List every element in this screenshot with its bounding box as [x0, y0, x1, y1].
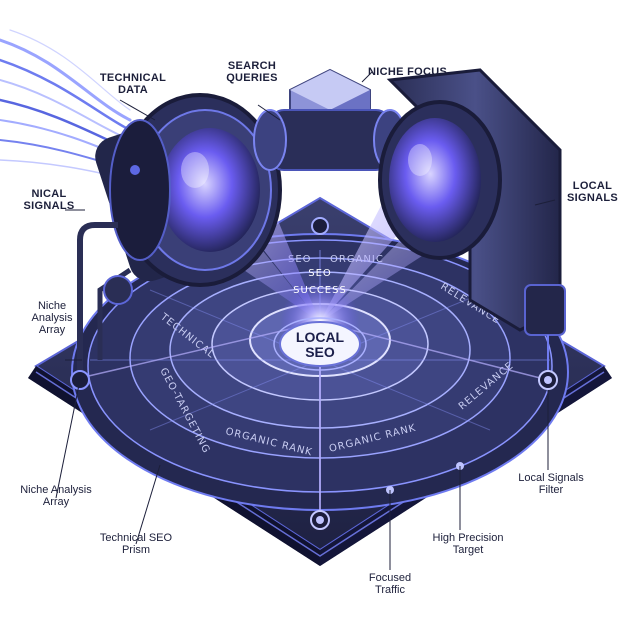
data-streams — [0, 29, 132, 181]
center-target — [273, 282, 367, 371]
node-markers — [310, 217, 558, 530]
center-title-line2: SEO — [305, 344, 335, 360]
callout-technical-signals: NICAL SIGNALS — [23, 188, 75, 212]
left-lens-assembly — [95, 93, 282, 287]
callout-high-precision-target: High Precision Target — [432, 532, 504, 556]
callout-niche-analysis-array-lower: Niche Analysis Array — [20, 484, 92, 508]
callout-niche-focus: NICHE FOCUS — [368, 66, 448, 78]
center-top-label: SEO — [308, 268, 332, 279]
center-title-line1: LOCAL — [296, 329, 345, 345]
callout-technical-seo-prism: Technical SEO Prism — [99, 532, 173, 556]
callout-local-signals-filter: Local Signals Filter — [518, 472, 584, 496]
callout-focused-traffic: Focused Traffic — [368, 572, 412, 596]
ring-label-seo-top: SEO — [288, 254, 312, 265]
callout-lines — [55, 71, 556, 570]
callout-technical-data: TECHNICAL DATA — [99, 72, 167, 96]
callout-search-queries: SEARCH QUERIES — [226, 60, 278, 84]
callout-niche-analysis-array-upper: Niche Analysis Array — [31, 300, 73, 336]
left-posts — [70, 222, 133, 390]
center-sub-label: SUCCESS — [293, 285, 347, 296]
right-lens-assembly — [378, 68, 566, 380]
callout-local-signals: LOCAL SIGNALS — [567, 180, 618, 204]
